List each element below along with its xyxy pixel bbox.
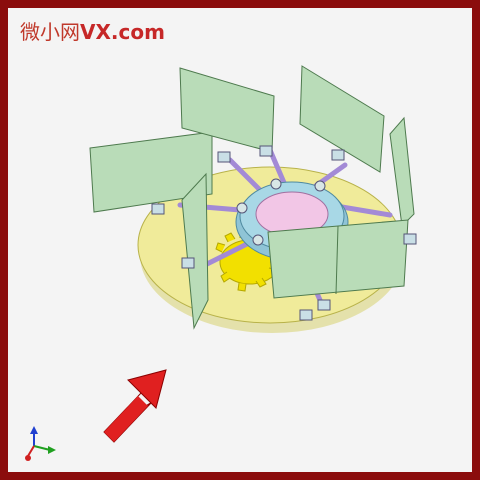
panel-right-edge [389, 116, 415, 228]
xyz-axis-icon [25, 426, 56, 461]
watermark-chinese: 微小网 [20, 20, 80, 44]
panel-front [267, 219, 409, 299]
pin-joints [151, 145, 417, 321]
panels [89, 65, 415, 330]
panel-left [89, 131, 213, 213]
watermark-latin: VX.com [80, 20, 165, 44]
panel-top-right [299, 65, 385, 173]
watermark-logo: 微小网VX.com [20, 16, 165, 45]
panel-front-left [181, 172, 209, 330]
red-arrow-icon [103, 369, 167, 443]
